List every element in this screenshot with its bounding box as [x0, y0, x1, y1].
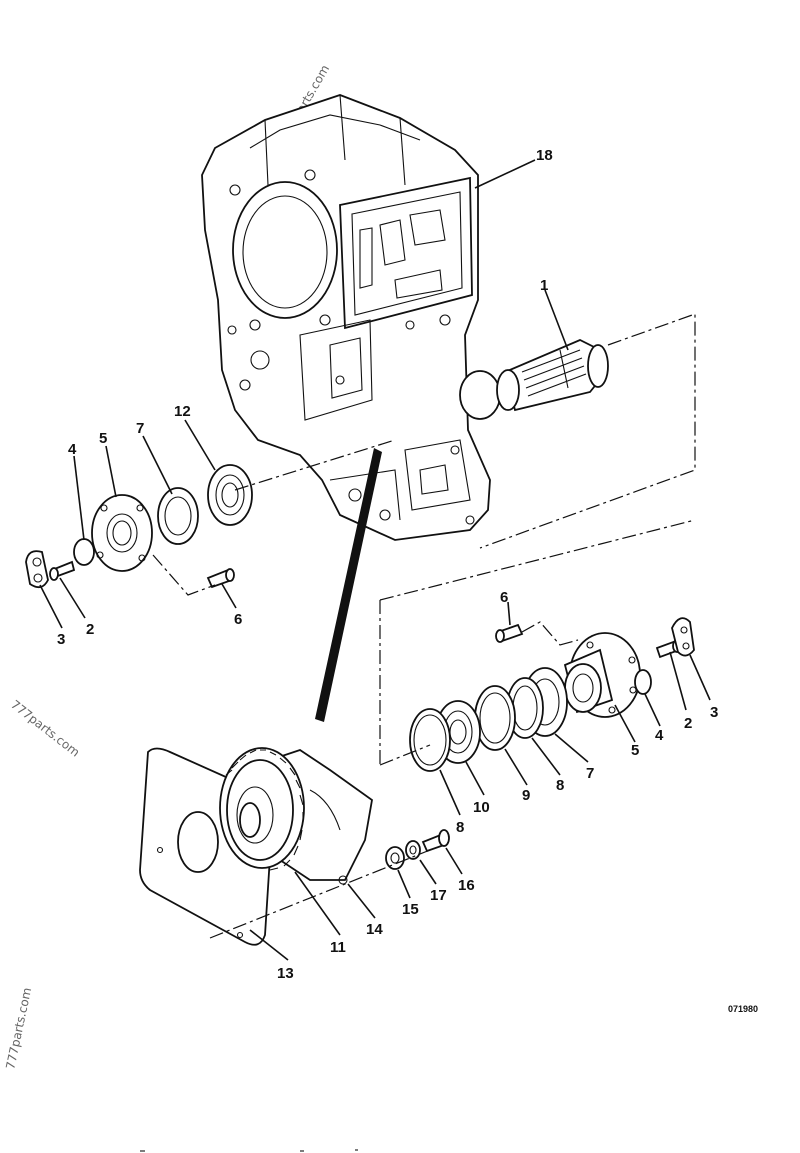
gear-11	[219, 747, 305, 871]
left-bearing-12	[207, 464, 253, 526]
leader-lines	[39, 159, 711, 961]
reference-number: 071980	[728, 1004, 758, 1014]
callout-3-left: 3	[57, 631, 65, 648]
callout-5-right: 5	[631, 742, 639, 759]
pointer-bar	[315, 448, 382, 722]
right-spacer-9	[474, 685, 516, 751]
callout-4-right: 4	[655, 727, 664, 744]
callout-12: 12	[174, 403, 191, 420]
callout-6-left: 6	[234, 611, 242, 628]
left-washer-4	[73, 538, 95, 566]
callout-6-right: 6	[500, 589, 508, 606]
watermark-left: 777parts.com	[8, 697, 82, 759]
callout-4-left: 4	[68, 441, 77, 458]
callout-5-left: 5	[99, 430, 107, 447]
callout-8-upper: 8	[556, 777, 564, 794]
bolt-16	[421, 829, 450, 853]
left-screw-6	[206, 568, 235, 589]
washer-15	[385, 846, 405, 870]
callout-18: 18	[536, 147, 553, 164]
output-shaft	[496, 339, 609, 412]
right-screw-6	[495, 623, 524, 643]
callout-11: 11	[330, 939, 346, 956]
callout-7-left: 7	[136, 420, 144, 437]
callout-8-lower: 8	[456, 819, 464, 836]
callout-10: 10	[473, 799, 490, 816]
callout-3-right: 3	[710, 704, 718, 721]
assembly-lines	[152, 313, 696, 939]
right-snap-ring-8	[409, 708, 451, 772]
callout-16: 16	[458, 877, 475, 894]
callout-9: 9	[522, 787, 530, 804]
left-bolt-2	[49, 560, 76, 581]
callout-13: 13	[277, 965, 294, 982]
callout-17: 17	[430, 887, 447, 904]
right-flange-5	[563, 632, 641, 718]
callouts: 18 1 12 7 5 4 2 3 6 6 2 3 4 5 7 8 9 10 8…	[57, 147, 718, 982]
right-lock-plate-3	[671, 617, 695, 657]
callout-2-right: 2	[684, 715, 692, 732]
scan-marks	[140, 1149, 358, 1152]
callout-1: 1	[540, 277, 548, 294]
left-flange-5	[91, 494, 153, 572]
watermark-bottom: 777parts.com	[3, 986, 34, 1070]
callout-15: 15	[402, 901, 419, 918]
callout-14: 14	[366, 921, 383, 938]
right-washer-4	[634, 669, 652, 695]
left-lock-plate-3	[25, 550, 49, 589]
callout-2-left: 2	[86, 621, 94, 638]
left-seal-7	[157, 487, 199, 545]
washer-17	[405, 840, 421, 860]
transmission-housing	[201, 94, 501, 541]
callout-7-right: 7	[586, 765, 594, 782]
